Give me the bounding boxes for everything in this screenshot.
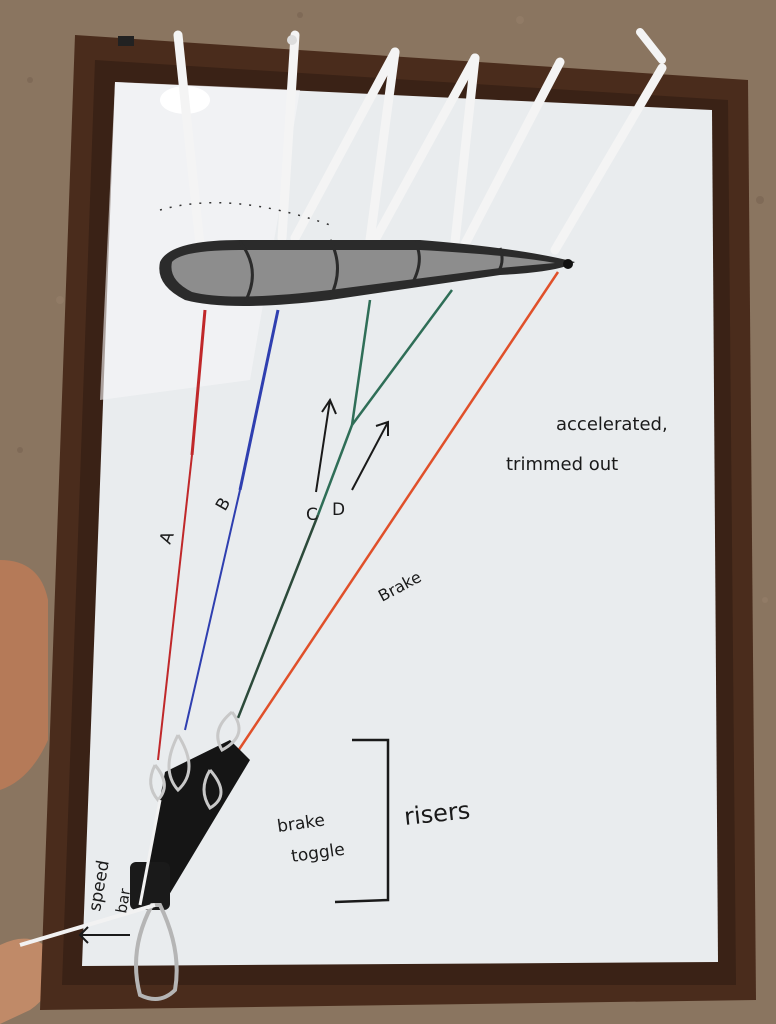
- airfoil-model: [159, 239, 575, 306]
- line-a: [157, 309, 207, 761]
- carpet-speckles: [17, 12, 768, 983]
- line-b: [184, 309, 280, 731]
- brake-line: [230, 271, 560, 761]
- label-state-line1: accelerated,: [556, 414, 668, 435]
- strap-clips: [118, 35, 297, 46]
- label-d: D: [332, 500, 345, 520]
- riser-assembly: [19, 710, 250, 1001]
- label-risers: risers: [403, 796, 472, 831]
- label-speed-line2: bar: [112, 886, 134, 914]
- label-state-line2: trimmed out: [506, 454, 618, 475]
- arrow-icons: [315, 397, 389, 493]
- arrow-up-icon: [315, 397, 337, 493]
- label-c: C: [306, 505, 318, 525]
- hand-bottom: [0, 938, 53, 1024]
- risers-bracket: [334, 738, 390, 904]
- speed-arrow-icon: [78, 926, 130, 944]
- arrow-up-right-icon: [351, 420, 389, 491]
- line-c-d: [236, 289, 454, 719]
- white-straps: [173, 28, 667, 255]
- hand-left: [0, 560, 48, 790]
